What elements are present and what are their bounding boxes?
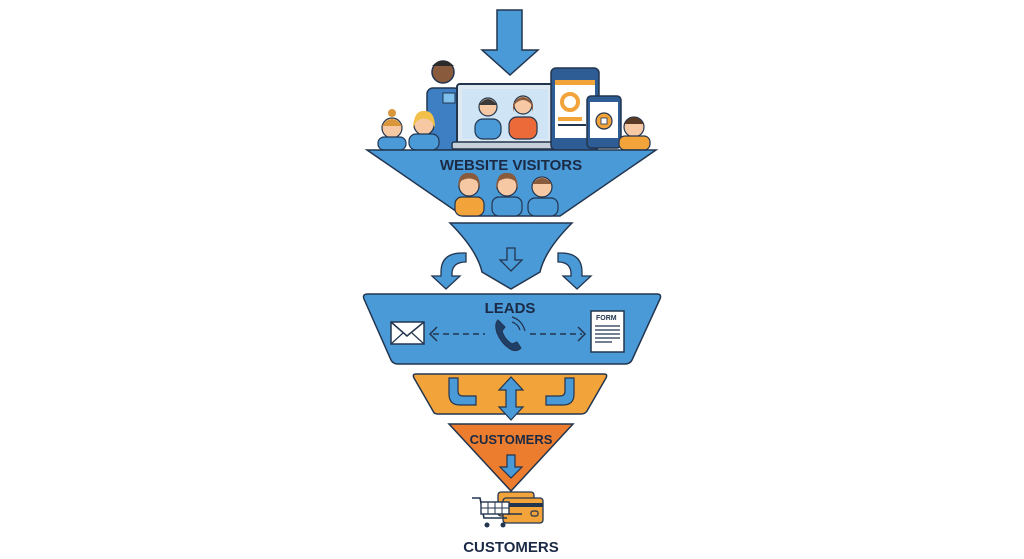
down-arrow-icon [498,247,524,272]
dashed-arrow-left-icon [428,326,485,342]
person-glasses-icon [377,109,407,151]
stage-website-visitors: WEBSITE VISITORS [364,149,659,217]
visitors-people-icon [454,172,559,217]
stage-label-customers: CUSTOMERS [470,432,553,447]
stage-label-visitors: WEBSITE VISITORS [440,157,582,174]
stage-label-leads: LEADS [485,300,536,317]
phone-device-icon [586,95,622,149]
corner-arrow-left-icon [448,377,477,406]
form-icon: FORM [590,310,625,353]
laptop-icon [451,83,559,150]
person-blonde-icon [408,110,440,151]
dashed-arrow-right-icon [530,326,587,342]
form-label: FORM [596,315,617,322]
entry-arrow-icon [480,9,540,77]
person-boy-icon [618,116,651,151]
bidirectional-arrow-icon [497,376,525,421]
corner-arrow-right-icon [545,377,575,406]
down-arrow-icon [498,454,524,479]
stage-funnel-neck [448,222,574,290]
shopping-cart-icon [472,497,510,528]
footer-label-customers: CUSTOMERS [463,539,559,556]
stage-leads: LEADS FORM [362,293,662,365]
curved-arrow-left-icon [430,252,467,290]
phone-icon [495,316,526,352]
envelope-icon [390,321,425,345]
stage-qualify [412,373,608,421]
visitors-illustration [377,60,651,151]
stage-customers: CUSTOMERS [447,423,575,493]
curved-arrow-right-icon [557,252,593,290]
